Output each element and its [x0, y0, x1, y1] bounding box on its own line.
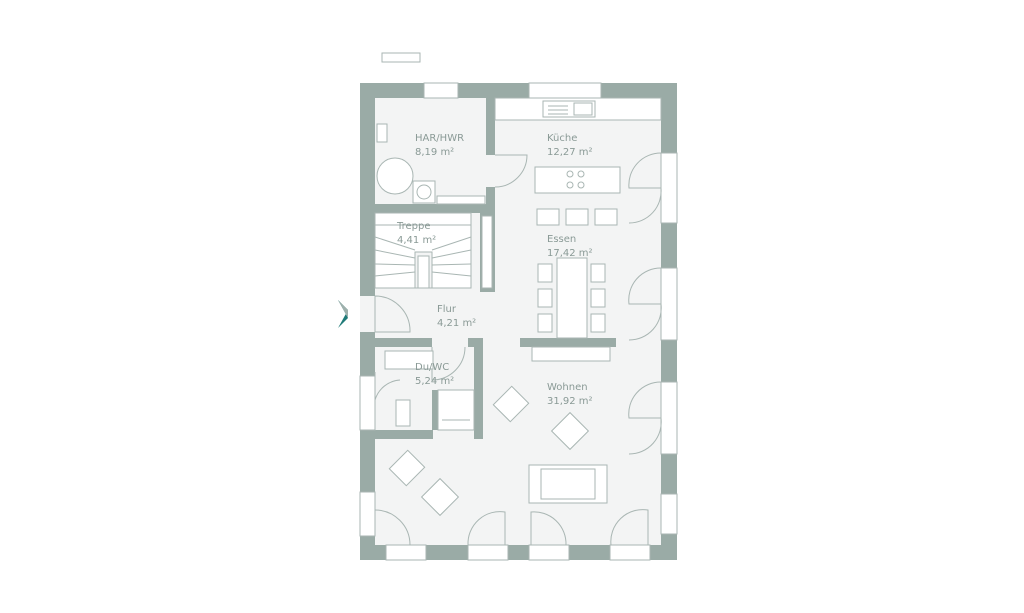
- svg-text:Wohnen: Wohnen: [547, 382, 588, 393]
- bathroom-fixtures: [384, 350, 475, 431]
- svg-text:4,41 m²: 4,41 m²: [397, 235, 436, 246]
- svg-text:5,24 m²: 5,24 m²: [415, 376, 454, 387]
- room-label-essen: Essen 17,42 m²: [547, 234, 593, 259]
- svg-text:Flur: Flur: [437, 304, 457, 315]
- svg-text:31,92 m²: 31,92 m²: [547, 396, 593, 407]
- svg-text:4,21 m²: 4,21 m²: [437, 318, 476, 329]
- room-label-har-hwr: HAR/HWR 8,19 m²: [415, 133, 464, 158]
- svg-text:8,19 m²: 8,19 m²: [415, 147, 454, 158]
- svg-text:Küche: Küche: [547, 133, 577, 144]
- svg-text:Essen: Essen: [547, 234, 576, 245]
- dining-table: [531, 257, 611, 362]
- windows: [359, 82, 678, 561]
- room-label-kueche: Küche 12,27 m²: [547, 133, 593, 158]
- svg-text:Du/WC: Du/WC: [415, 362, 449, 373]
- svg-text:Treppe: Treppe: [396, 221, 431, 232]
- svg-text:17,42 m²: 17,42 m²: [547, 248, 593, 259]
- utility-fixtures: [376, 123, 486, 205]
- room-label-wohnen: Wohnen 31,92 m²: [547, 382, 593, 407]
- room-label-treppe: Treppe 4,41 m²: [396, 221, 436, 246]
- kitchen-fixtures: [494, 97, 662, 226]
- doors: [374, 152, 662, 546]
- svg-text:12,27 m²: 12,27 m²: [547, 147, 593, 158]
- room-label-du-wc: Du/WC 5,24 m²: [415, 362, 454, 387]
- room-label-flur: Flur 4,21 m²: [437, 304, 476, 329]
- north-arrow-icon: [381, 52, 421, 63]
- living-furniture: [388, 385, 608, 517]
- staircase: [374, 212, 493, 289]
- svg-text:HAR/HWR: HAR/HWR: [415, 133, 464, 144]
